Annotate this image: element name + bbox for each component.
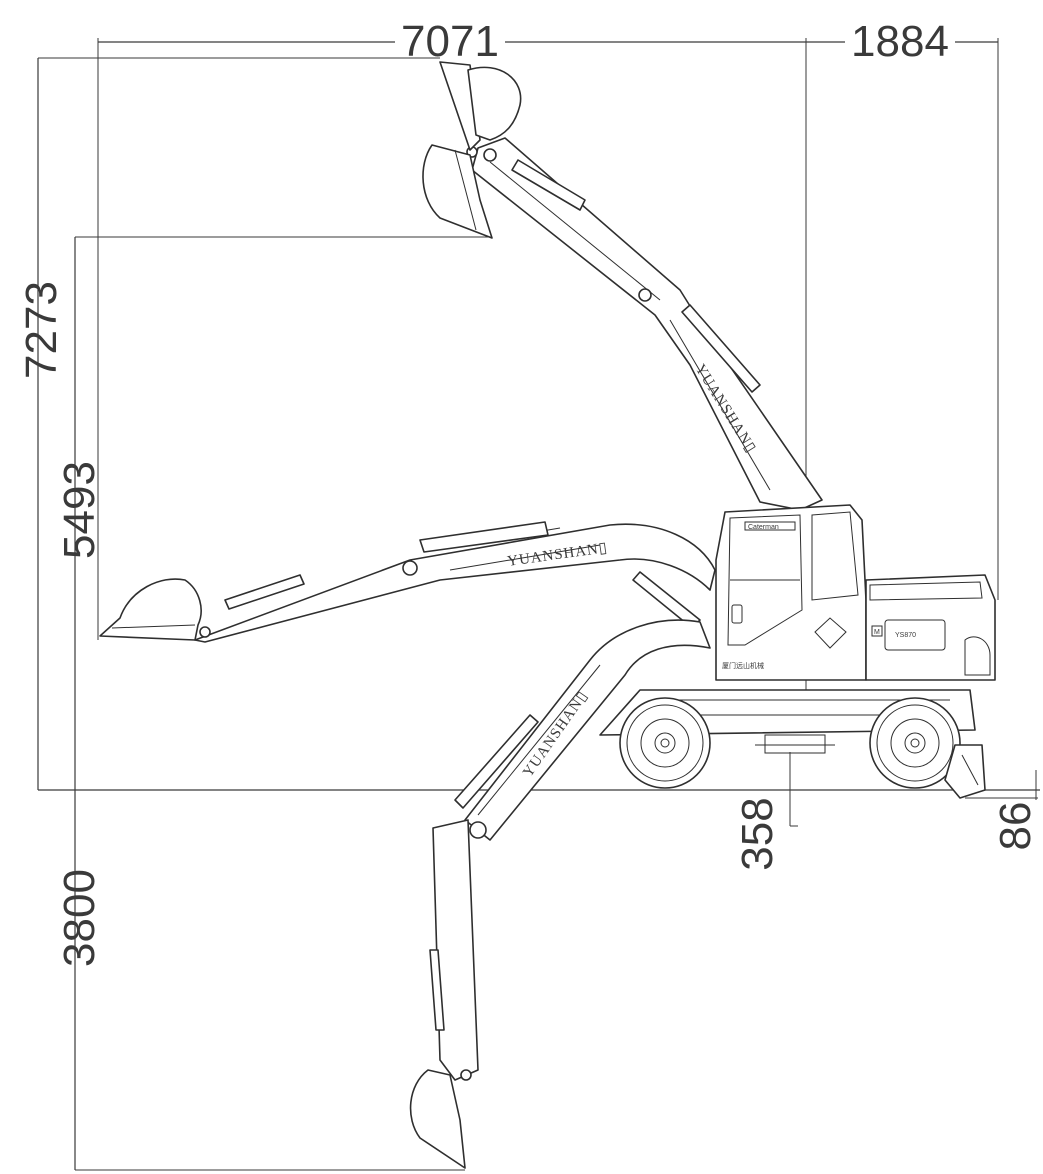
cab-label: Caterman	[748, 524, 779, 531]
dim-max-dig-depth: 3800	[55, 869, 104, 967]
boom-raised-position: YUANSHAN▯	[422, 61, 823, 511]
side-model-label: YS870	[895, 632, 916, 639]
boom-horizontal-position: YUANSHAN▯	[99, 521, 716, 643]
dim-overall-width: 7071	[401, 17, 499, 66]
side-badge: M	[874, 629, 880, 636]
brand-text-lowered: YUANSHAN▯	[520, 688, 591, 780]
dimension-lines	[37, 38, 1040, 1171]
rear-wheel	[869, 697, 961, 789]
cn-label: 厦门远山机械	[722, 661, 764, 670]
front-wheel	[619, 697, 711, 789]
boom-lowered-position: YUANSHAN▯	[409, 619, 711, 1169]
dim-max-dump-height: 5493	[55, 461, 104, 559]
dim-ground-clearance: 358	[733, 797, 782, 870]
dim-max-dig-height: 7273	[17, 281, 66, 379]
dim-tail-width: 1884	[851, 17, 949, 66]
dim-blade-lift: 86	[991, 802, 1040, 851]
dozer-blade	[944, 744, 986, 799]
